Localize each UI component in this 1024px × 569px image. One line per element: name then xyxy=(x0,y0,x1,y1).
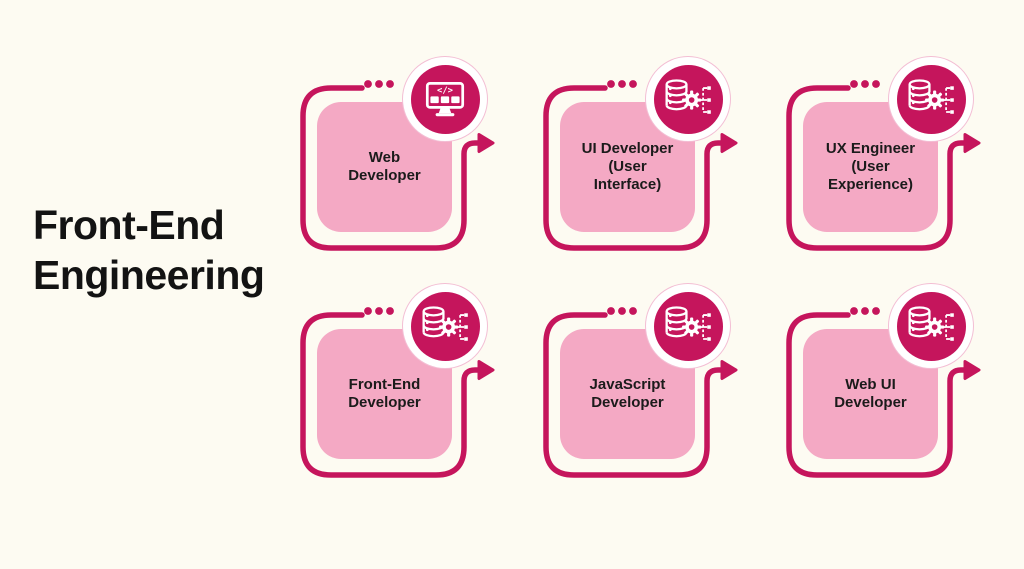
card-icon-badge xyxy=(403,284,487,368)
monitor-code-icon xyxy=(410,64,480,134)
card-label: Web Developer xyxy=(348,149,421,184)
database-network-icon xyxy=(896,64,966,134)
card-web-developer: Web Developer xyxy=(300,57,500,257)
card-javascript-developer: JavaScript Developer xyxy=(543,284,743,484)
database-network-icon xyxy=(653,291,723,361)
card-icon-badge xyxy=(646,57,730,141)
card-label: UX Engineer (User Experience) xyxy=(825,140,916,193)
card-ux-engineer: UX Engineer (User Experience) xyxy=(786,57,986,257)
page-title: Front-End Engineering xyxy=(33,202,265,298)
card-icon-badge xyxy=(403,57,487,141)
card-label: Front-End Developer xyxy=(348,376,421,411)
card-web-ui-developer: Web UI Developer xyxy=(786,284,986,484)
database-network-icon xyxy=(896,291,966,361)
database-network-icon xyxy=(410,291,480,361)
card-icon-badge xyxy=(889,284,973,368)
card-label: JavaScript Developer xyxy=(589,376,666,411)
card-front-end-developer: Front-End Developer xyxy=(300,284,500,484)
card-label: UI Developer (User Interface) xyxy=(581,140,674,193)
card-ui-developer: UI Developer (User Interface) xyxy=(543,57,743,257)
database-network-icon xyxy=(653,64,723,134)
card-icon-badge xyxy=(889,57,973,141)
card-icon-badge xyxy=(646,284,730,368)
card-label: Web UI Developer xyxy=(834,376,907,411)
